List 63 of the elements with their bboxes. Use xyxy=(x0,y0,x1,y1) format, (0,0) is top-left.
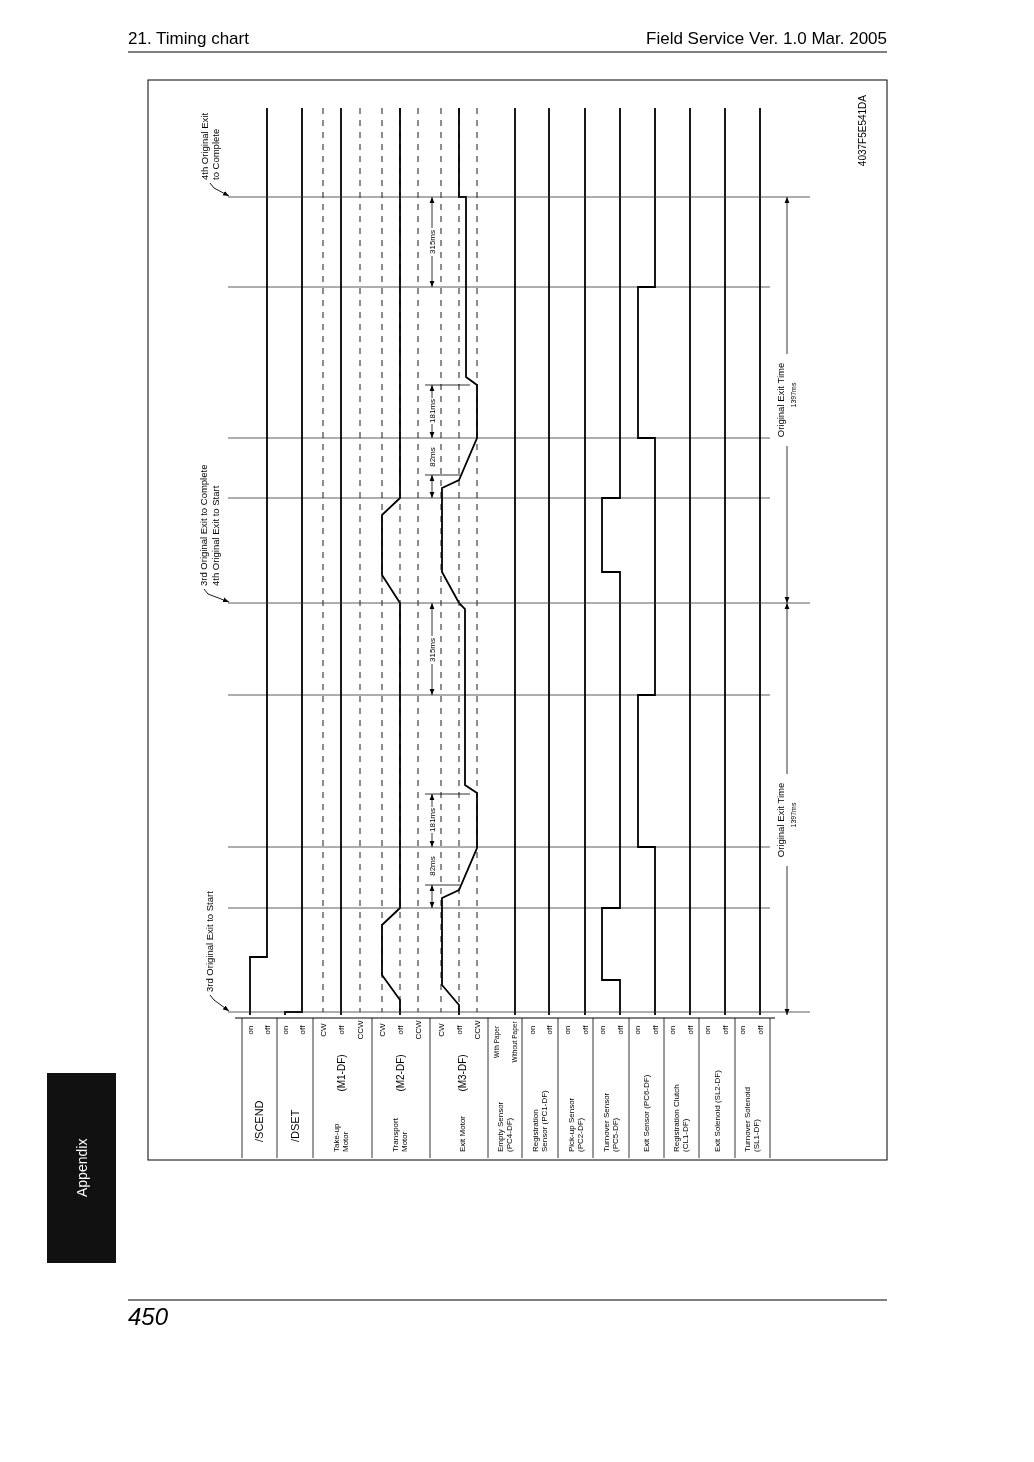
event-label: 4th Original Exit to Complete xyxy=(198,112,221,180)
drawing-code: 4037F5E541DA xyxy=(856,95,868,167)
state-label: off xyxy=(755,1025,765,1035)
page-number: 450 xyxy=(128,1305,169,1329)
state-label: off xyxy=(297,1025,307,1035)
state-label: on xyxy=(667,1025,677,1035)
signal-name: /DSET xyxy=(288,1109,301,1142)
state-label: on xyxy=(245,1025,255,1035)
duration-label: 315ms xyxy=(427,638,437,662)
dimension-label: Original Exit Time xyxy=(775,782,787,858)
state-label: on xyxy=(527,1025,537,1035)
header-text: Field Service Ver. 1.0 Mar. 2005 xyxy=(646,30,887,47)
duration-label: 315ms xyxy=(427,230,437,254)
signal-name: Exit Solenoid (SL2-DF) xyxy=(712,1070,722,1152)
state-label: off xyxy=(615,1025,625,1035)
signal-name: Exit Sensor (PC6-DF) xyxy=(641,1074,651,1152)
duration-label: 82ms xyxy=(427,447,437,467)
section-tab: Appendix xyxy=(47,1073,116,1263)
event-label: 3rd Original Exit to Complete xyxy=(198,464,210,586)
state-label: off xyxy=(454,1025,464,1035)
state-label: off xyxy=(395,1025,405,1035)
signal-name: Transport Motor xyxy=(391,1118,410,1152)
signal-name: Registration Sensor (PC1-DF) xyxy=(531,1090,550,1152)
state-label: CW xyxy=(377,1023,387,1037)
duration-label: 181ms xyxy=(427,808,437,832)
state-label: off xyxy=(580,1025,590,1035)
state-label: off xyxy=(685,1025,695,1035)
state-label: on xyxy=(737,1025,747,1035)
state-label: CCW xyxy=(472,1020,482,1040)
signal-name: (M1-DF) xyxy=(335,1054,347,1092)
state-label: CCW xyxy=(355,1020,365,1040)
state-label: off xyxy=(262,1025,272,1035)
signal-name: Registration Clutch (CL1-DF) xyxy=(672,1084,691,1152)
signal-name: (M2-DF) xyxy=(394,1054,406,1092)
event-label: 3rd Original Exit to Start xyxy=(204,891,216,992)
state-label: on xyxy=(597,1025,607,1035)
state-label: off xyxy=(650,1025,660,1035)
event-label: 4th Original Exit to Start xyxy=(210,485,222,586)
signal-name: Exit Motor xyxy=(457,1116,467,1152)
state-label: CW xyxy=(318,1023,328,1037)
state-label: off xyxy=(336,1025,346,1035)
event-line xyxy=(227,196,811,198)
state-label: on xyxy=(562,1025,572,1035)
state-label: CW xyxy=(436,1023,446,1037)
page-heading: 21. Timing chart xyxy=(128,30,249,47)
state-label: on xyxy=(280,1025,290,1035)
duration-label: 181ms xyxy=(427,399,437,423)
state-label: on xyxy=(632,1025,642,1035)
signal-name: /SCEND xyxy=(252,1100,265,1142)
signal-name: (M3-DF) xyxy=(456,1054,468,1092)
state-label: off xyxy=(720,1025,730,1035)
state-label: on xyxy=(702,1025,712,1035)
signal-name: Turnover Solenoid (SL1-DF) xyxy=(743,1086,762,1152)
event-line xyxy=(227,602,811,604)
signal-name: Take-up Motor xyxy=(332,1123,351,1152)
duration-label: 82ms xyxy=(427,856,437,876)
signal-name: Empty Sensor (PC4-DF) xyxy=(496,1101,515,1152)
signal-name: Pick-up Sensor (PC2-DF) xyxy=(567,1097,586,1152)
signal-name: Turnover Sensor (PC5-DF) xyxy=(602,1092,621,1152)
event-line xyxy=(227,1011,811,1013)
state-label: CCW xyxy=(413,1020,423,1040)
dimension-label: Original Exit Time xyxy=(775,362,787,438)
state-label: off xyxy=(544,1025,554,1035)
